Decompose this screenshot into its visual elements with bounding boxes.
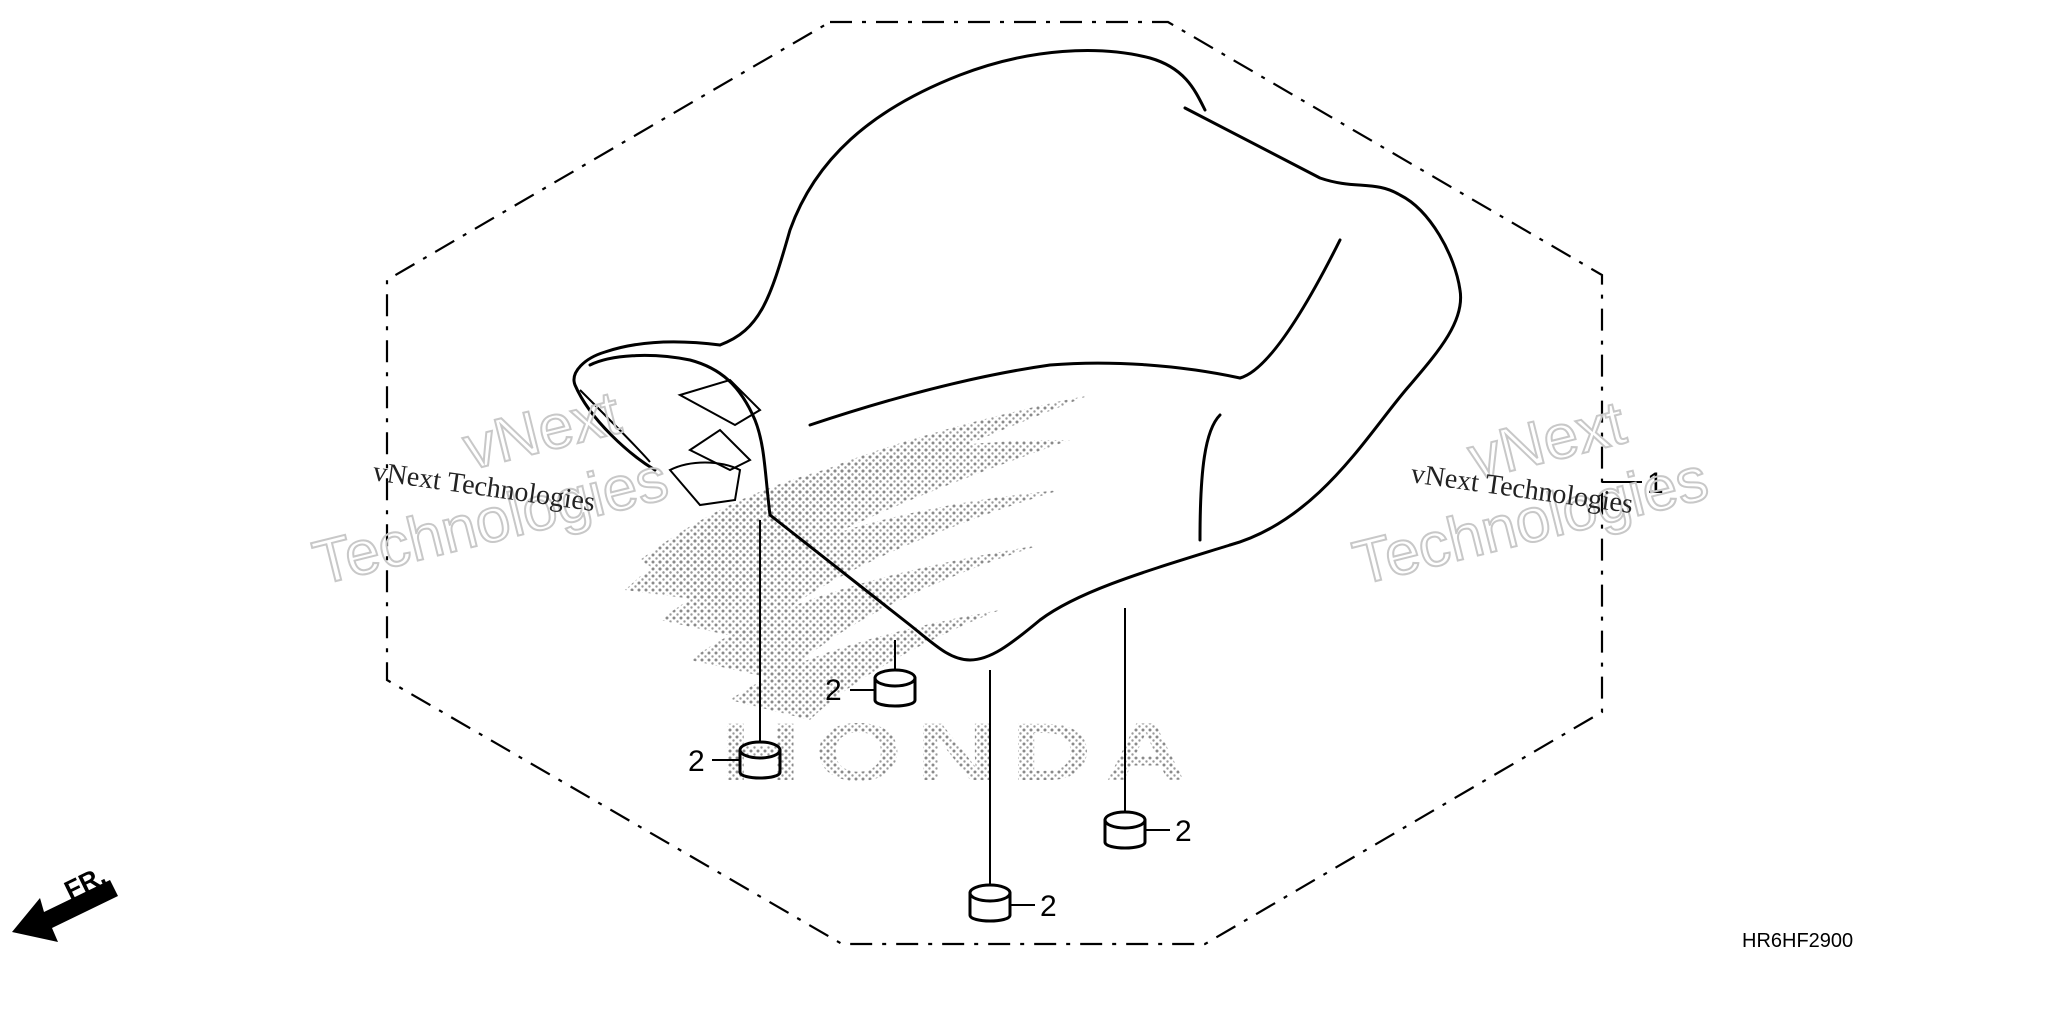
cushion-front-left bbox=[712, 520, 782, 780]
callout-2-center: 2 bbox=[1040, 890, 1057, 923]
cushion-center bbox=[968, 670, 1035, 923]
front-arrow: FR. bbox=[12, 860, 118, 942]
callout-1: 1 bbox=[1647, 467, 1664, 500]
honda-logo-text: HONDA bbox=[720, 707, 1200, 798]
part-code: HR6HF2900 bbox=[1742, 930, 1853, 952]
seat-drawing bbox=[572, 49, 1463, 662]
cushion-rear-left bbox=[850, 640, 917, 708]
cushion-right bbox=[1103, 608, 1170, 850]
watermark-right: vNext Technologies vNext Technologies bbox=[1346, 387, 1716, 599]
callout-2-front-left: 2 bbox=[688, 745, 705, 778]
callout-2-right: 2 bbox=[1175, 815, 1192, 848]
assembly-boundary bbox=[385, 20, 1604, 946]
callout-2-rear-left: 2 bbox=[825, 674, 842, 707]
front-arrow-icon bbox=[12, 880, 118, 942]
honda-wing-watermark bbox=[625, 395, 1090, 720]
watermark-left: vNext Technologies vNext Technologies bbox=[306, 377, 676, 599]
